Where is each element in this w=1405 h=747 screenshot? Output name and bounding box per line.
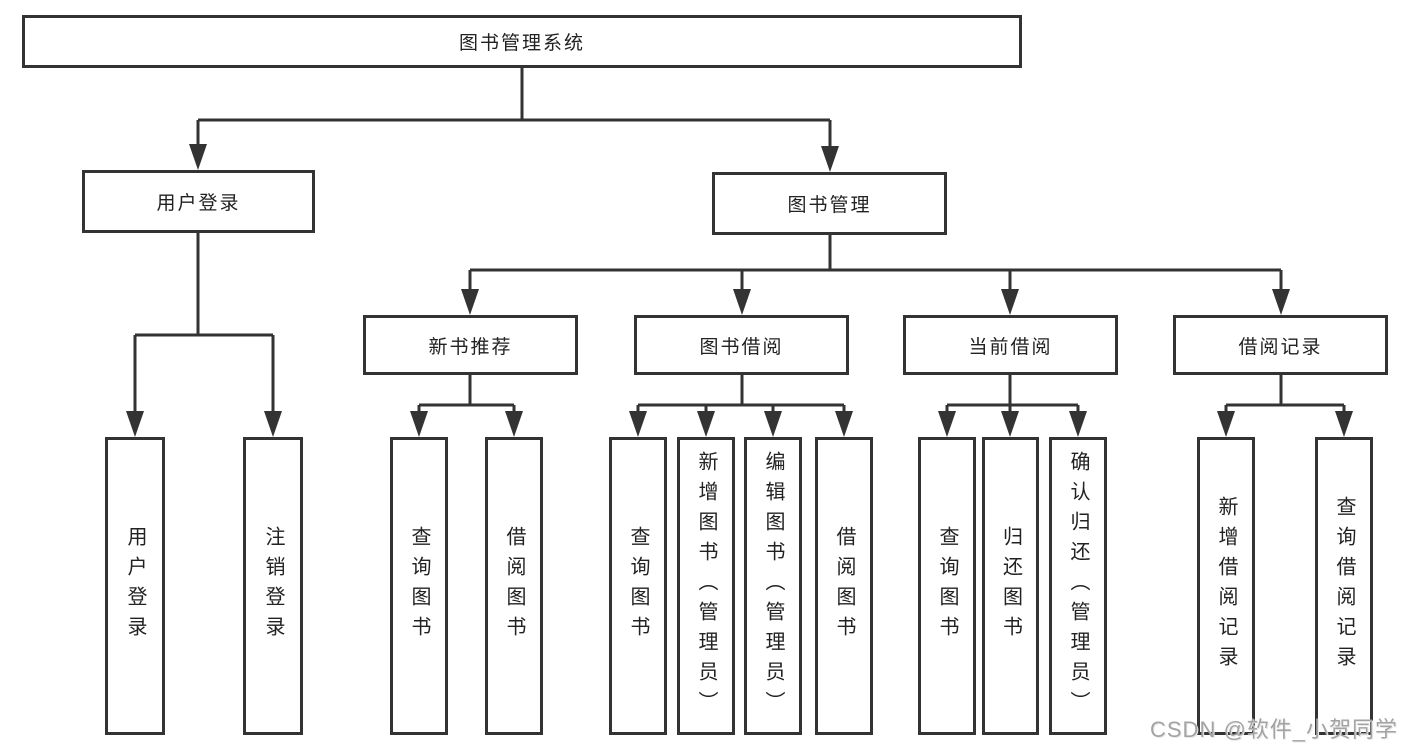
node-label: 查询图书 [936, 526, 958, 646]
node-label: 借阅图书 [833, 526, 855, 646]
leaf-return-books: 归还图书 [982, 437, 1039, 735]
node-label: 当前借阅 [968, 336, 1053, 358]
node-new-book-recommendation: 新书推荐 [363, 315, 578, 375]
node-label: 注销登录 [262, 526, 284, 646]
node-label: 查询图书 [627, 526, 649, 646]
node-label: 查询借阅记录 [1333, 496, 1355, 676]
node-label: 确认归还（管理员） [1067, 451, 1089, 721]
leaf-query-books-current: 查询图书 [918, 437, 976, 735]
watermark-text: CSDN @软件_小贺同学 [1150, 717, 1399, 742]
node-label: 用户登录 [156, 193, 241, 214]
node-current-borrowing: 当前借阅 [903, 315, 1118, 375]
node-label: 新增图书（管理员） [695, 451, 717, 721]
node-book-management-system: 图书管理系统 [22, 15, 1022, 68]
node-label: 图书借阅 [699, 336, 784, 358]
leaf-logout: 注销登录 [243, 437, 303, 735]
node-label: 查询图书 [408, 526, 430, 646]
node-book-borrowing: 图书借阅 [634, 315, 849, 375]
leaf-add-book-admin: 新增图书（管理员） [677, 437, 735, 735]
leaf-query-books-recommend: 查询图书 [390, 437, 448, 735]
node-user-login: 用户登录 [82, 170, 315, 233]
node-label: 图书管理系统 [458, 33, 585, 54]
node-label: 图书管理 [787, 195, 872, 216]
node-label: 归还图书 [999, 526, 1022, 646]
leaf-edit-book-admin: 编辑图书（管理员） [744, 437, 802, 735]
node-borrowing-records: 借阅记录 [1173, 315, 1388, 375]
leaf-confirm-return-admin: 确认归还（管理员） [1049, 437, 1107, 735]
leaf-user-login: 用户登录 [105, 437, 165, 735]
node-book-management: 图书管理 [712, 172, 947, 235]
node-label: 新增借阅记录 [1215, 496, 1237, 676]
node-label: 借阅图书 [503, 526, 525, 646]
leaf-query-books-borrowing: 查询图书 [609, 437, 667, 735]
leaf-borrow-books-recommend: 借阅图书 [485, 437, 543, 735]
node-label: 用户登录 [124, 526, 146, 646]
leaf-add-borrow-record: 新增借阅记录 [1197, 437, 1255, 735]
node-label: 借阅记录 [1238, 336, 1323, 358]
leaf-borrow-books-borrowing: 借阅图书 [815, 437, 873, 735]
node-label: 新书推荐 [428, 336, 513, 358]
node-label: 编辑图书（管理员） [762, 451, 784, 721]
leaf-query-borrow-record: 查询借阅记录 [1315, 437, 1373, 735]
